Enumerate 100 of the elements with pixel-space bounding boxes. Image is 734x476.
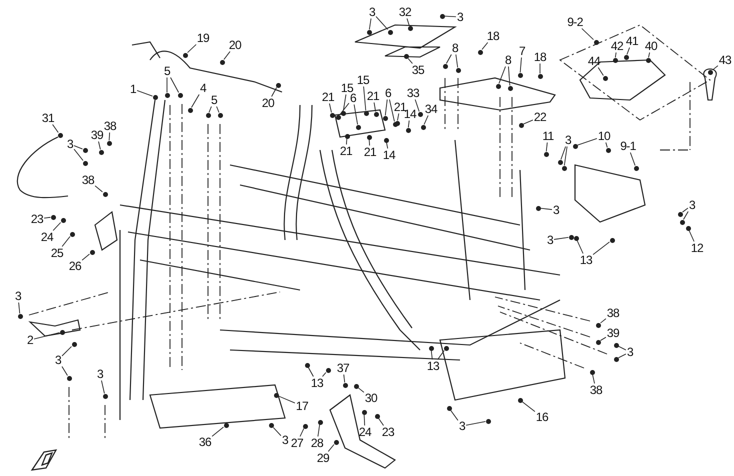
callout-number: 20 xyxy=(228,38,242,52)
leader-line xyxy=(343,94,346,111)
callout-number: 3 xyxy=(96,368,104,380)
leader-line xyxy=(577,138,598,146)
fastener xyxy=(340,110,346,116)
leader-line xyxy=(618,354,626,358)
callout-number: 3 xyxy=(280,434,290,446)
fastener xyxy=(680,220,684,224)
leader-line xyxy=(712,65,718,70)
leader-line xyxy=(271,87,277,97)
callout-number: 3 xyxy=(688,198,696,212)
fastener xyxy=(356,124,360,130)
callout-number: 18 xyxy=(486,30,500,42)
fastener xyxy=(58,132,62,138)
leader-line xyxy=(564,146,568,166)
fastener xyxy=(82,160,88,166)
fastener xyxy=(442,64,448,68)
fastener xyxy=(224,422,228,428)
fastener xyxy=(268,422,274,428)
leader-line xyxy=(340,102,350,115)
leader-line xyxy=(62,366,68,376)
fastener xyxy=(152,94,158,100)
callout-number: 22 xyxy=(532,110,548,124)
fastener xyxy=(66,376,72,380)
fastener xyxy=(98,150,104,154)
leader-line xyxy=(208,106,212,113)
leader-line xyxy=(424,115,428,125)
callout-number: 37 xyxy=(336,362,350,374)
fastener xyxy=(342,382,348,388)
fastener xyxy=(610,238,614,242)
fastener xyxy=(574,236,578,240)
callout-number: 30 xyxy=(364,392,378,404)
fastener xyxy=(678,212,682,216)
callout-number: 24 xyxy=(358,426,372,438)
callout-number: 18 xyxy=(532,50,548,64)
leader-line xyxy=(343,374,346,383)
leader-line xyxy=(364,414,366,426)
fastener xyxy=(220,60,224,64)
fastener xyxy=(614,342,618,348)
callout-number: 14 xyxy=(382,148,396,162)
fastener xyxy=(362,410,366,414)
fastener xyxy=(596,322,600,328)
callout-number: 13 xyxy=(310,376,324,390)
fastener xyxy=(418,112,422,116)
fastener xyxy=(72,342,76,346)
leader-line xyxy=(224,51,230,60)
leader-line xyxy=(386,142,388,149)
fastener xyxy=(572,144,578,148)
fastener xyxy=(508,86,512,90)
fastener xyxy=(302,424,308,428)
fastener xyxy=(388,30,392,34)
fastener xyxy=(440,14,444,18)
fastener xyxy=(646,58,650,62)
callout-number: 9-2 xyxy=(566,16,584,28)
leader-line xyxy=(397,113,400,121)
callout-number: 39 xyxy=(606,326,620,340)
leader-line xyxy=(308,367,314,377)
fastener xyxy=(318,420,322,424)
leader-line xyxy=(444,16,456,18)
leader-line xyxy=(389,99,395,122)
callout-number: 1 xyxy=(128,82,138,96)
callout-number: 8 xyxy=(450,42,460,54)
fastener xyxy=(326,368,330,372)
leader-line xyxy=(358,388,364,393)
leader-line xyxy=(618,346,626,350)
fastener xyxy=(624,54,628,60)
leader-line xyxy=(378,418,384,426)
fastener xyxy=(182,52,188,58)
callout-number: 38 xyxy=(102,120,118,132)
leader-line xyxy=(648,52,650,58)
fastener xyxy=(102,394,108,398)
fastener xyxy=(408,26,412,30)
fastener xyxy=(568,234,574,240)
fastener xyxy=(106,140,112,146)
leader-line xyxy=(430,350,433,360)
fastener xyxy=(596,340,600,344)
leader-line xyxy=(522,402,536,412)
leader-line xyxy=(82,254,90,261)
fastener xyxy=(404,54,408,58)
callout-number: 23 xyxy=(380,426,396,438)
fastener xyxy=(276,82,280,88)
callout-number: 12 xyxy=(690,242,704,254)
callout-number: 15 xyxy=(340,82,354,94)
leader-line xyxy=(406,18,410,26)
leader-line xyxy=(626,47,630,55)
callout-number: 27 xyxy=(290,436,304,450)
leader-line xyxy=(136,90,153,96)
leader-line xyxy=(546,142,548,152)
fastener xyxy=(18,314,22,318)
fastener xyxy=(90,250,94,254)
callout-number: 38 xyxy=(588,384,604,396)
leader-line xyxy=(682,208,688,213)
leader-line xyxy=(94,185,103,192)
fastener xyxy=(594,40,598,44)
callout-number: 3 xyxy=(66,138,74,150)
leader-line xyxy=(455,54,458,68)
callout-number: 33 xyxy=(406,86,420,100)
leader-line xyxy=(34,332,60,340)
callout-number: 15 xyxy=(356,74,370,86)
fastener xyxy=(538,74,542,78)
